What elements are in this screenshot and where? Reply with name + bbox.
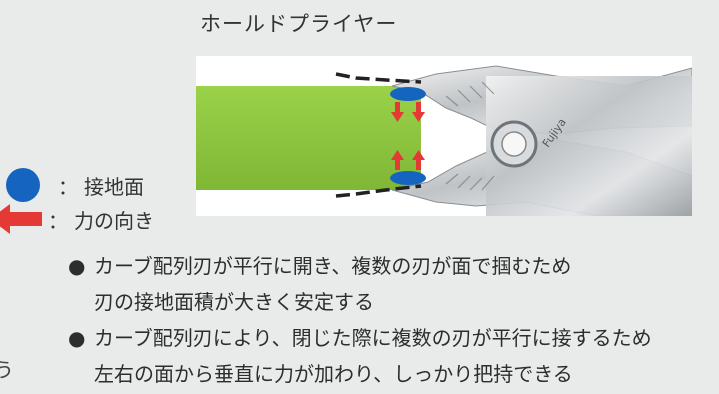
force-arrows-down	[391, 102, 425, 122]
legend-colon: ：	[48, 208, 68, 233]
legend-colon: ：	[58, 174, 78, 199]
list-item-continuation: 左右の面から垂直に力が加わり、しっかり把持できる	[94, 362, 573, 386]
list-item-text: カーブ配列刃が平行に開き、複数の刃が面で掴むため	[94, 254, 572, 278]
blue-dot-icon	[6, 168, 40, 202]
red-arrow-icon	[0, 204, 42, 234]
list-item-text: カーブ配列刃により、閉じた際に複数の刃が平行に接するため	[94, 326, 652, 350]
plier-photo: Fujiya	[196, 56, 692, 216]
legend-contact-label: 接地面	[84, 174, 144, 199]
bullet-icon: ●	[68, 326, 86, 350]
legend-contact: ： 接地面	[6, 168, 144, 202]
cropped-edge-text: う	[0, 358, 14, 382]
legend-force-label: 力の向き	[74, 208, 154, 233]
bullet-icon: ●	[68, 254, 86, 278]
legend-force: ： 力の向き	[0, 204, 154, 234]
list-item-continuation: 刃の接地面積が大きく安定する	[94, 290, 374, 314]
force-arrows-up	[391, 150, 425, 170]
green-workpiece	[196, 86, 421, 190]
list-item: ● カーブ配列刃により、閉じた際に複数の刃が平行に接するため	[68, 320, 652, 356]
list-item: ● カーブ配列刃が平行に開き、複数の刃が面で掴むため	[68, 248, 652, 284]
page-title: ホールドプライヤー	[200, 12, 398, 36]
plier-illustration: Fujiya	[196, 65, 692, 216]
contact-upper	[390, 87, 426, 101]
feature-list: ● カーブ配列刃が平行に開き、複数の刃が面で掴むため 刃の接地面積が大きく安定する…	[68, 248, 652, 392]
contact-lower	[390, 171, 426, 185]
